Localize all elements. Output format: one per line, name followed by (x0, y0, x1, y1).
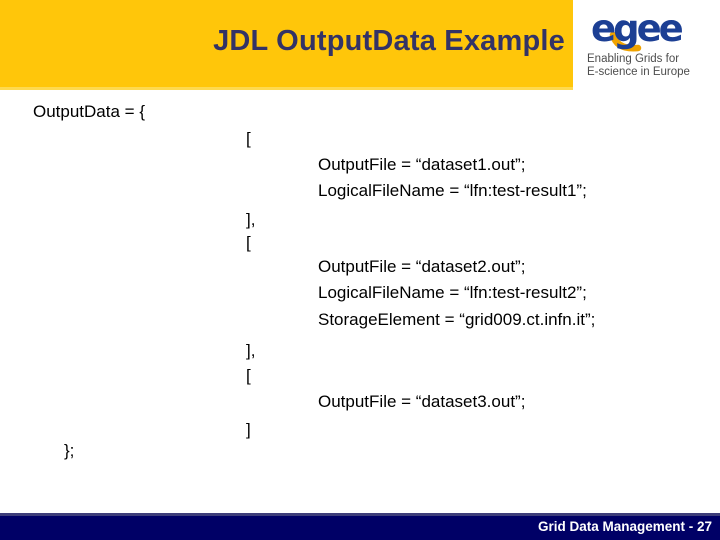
code-line: [ (246, 129, 251, 148)
code-line: StorageElement = “grid009.ct.infn.it”; (318, 310, 596, 329)
code-line: [ (246, 366, 251, 385)
code-line: LogicalFileName = “lfn:test-result1”; (318, 181, 587, 200)
code-line: ] (246, 420, 251, 439)
code-line: OutputFile = “dataset1.out”; (318, 155, 526, 174)
code-line: [ (246, 233, 251, 252)
egee-logo: egee Enabling Grids for E-science in Eur… (573, 0, 720, 92)
logo-tagline-line2: E-science in Europe (587, 66, 690, 78)
footer-bar: Grid Data Management - 27 (0, 513, 720, 540)
slide-title: JDL OutputData Example (213, 25, 565, 57)
code-line: }; (64, 441, 75, 460)
code-line: LogicalFileName = “lfn:test-result2”; (318, 283, 587, 302)
egee-wordmark-icon: egee (591, 7, 686, 52)
code-line: ], (246, 210, 256, 229)
code-line: OutputData = { (33, 102, 145, 121)
code-line: ], (246, 341, 256, 360)
title-banner: JDL OutputData Example (0, 0, 573, 90)
logo-tagline: Enabling Grids for E-science in Europe (587, 53, 690, 79)
egee-wordmark-text: egee (591, 7, 683, 50)
code-line: OutputFile = “dataset3.out”; (318, 392, 526, 411)
code-line: OutputFile = “dataset2.out”; (318, 257, 526, 276)
logo-tagline-line1: Enabling Grids for (587, 53, 680, 65)
footer-label: Grid Data Management - 27 (537, 519, 712, 534)
